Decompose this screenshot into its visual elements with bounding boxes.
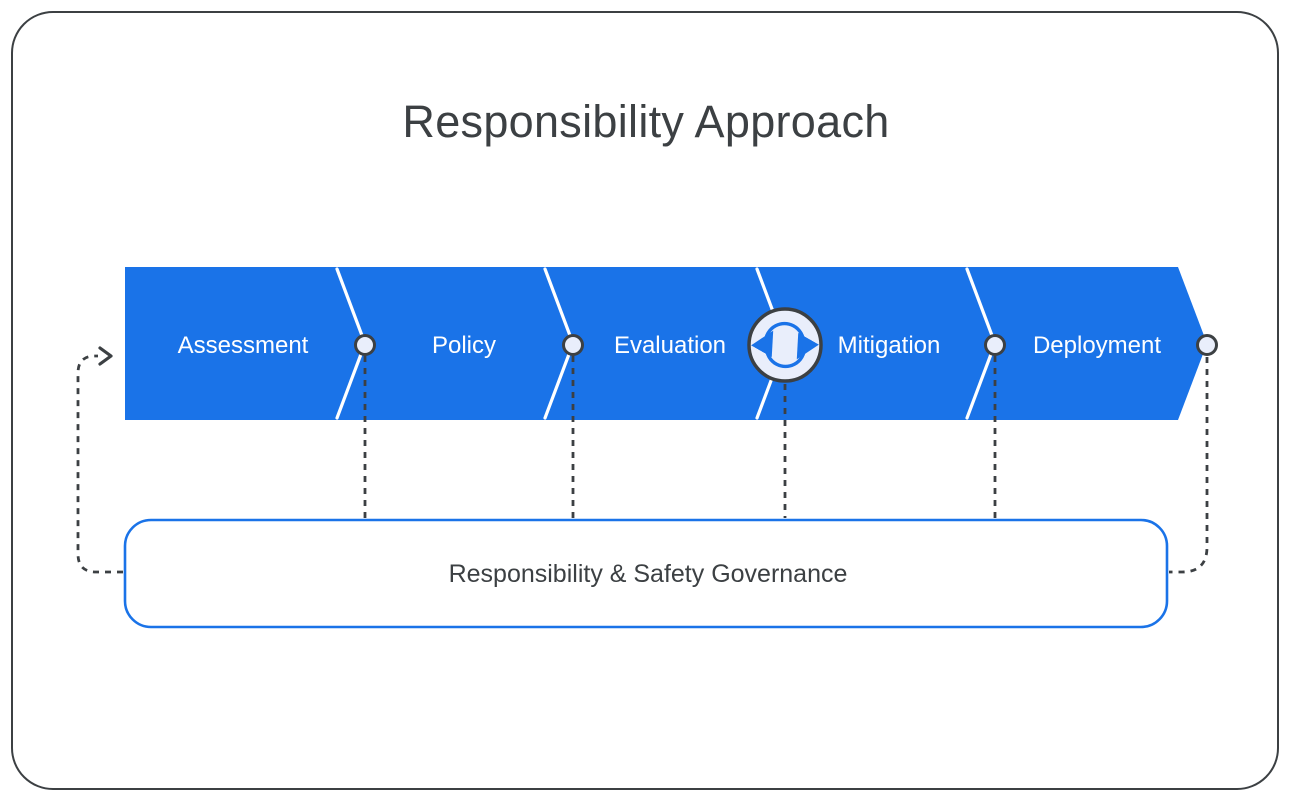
process-arrow-bar	[125, 267, 1207, 420]
feedback-loop-line	[76, 354, 123, 574]
governance-box-label: Responsibility & Safety Governance	[449, 560, 848, 588]
segment-label-deployment: Deployment	[1033, 332, 1161, 359]
segment-label-evaluation: Evaluation	[614, 332, 726, 359]
arrow-right-icon	[98, 346, 113, 366]
circle-node-icon	[984, 334, 1006, 356]
sync-refresh-icon	[747, 307, 823, 383]
circle-node-icon	[1196, 334, 1218, 356]
circle-node-icon	[354, 334, 376, 356]
segment-label-assessment: Assessment	[178, 332, 309, 359]
segment-label-mitigation: Mitigation	[838, 332, 941, 359]
circle-node-icon	[562, 334, 584, 356]
segment-label-policy: Policy	[432, 332, 496, 359]
governance-box: Responsibility & Safety Governance	[123, 518, 1169, 629]
deployment-return-connector	[1169, 357, 1209, 574]
page-title: Responsibility Approach	[402, 96, 890, 147]
